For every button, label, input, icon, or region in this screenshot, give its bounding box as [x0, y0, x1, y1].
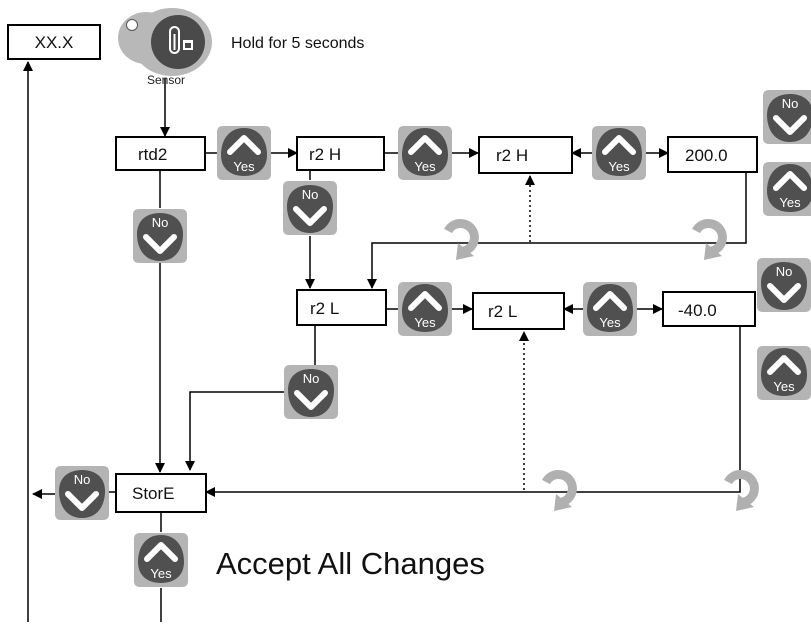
no-label: No: [302, 187, 319, 202]
yes-label: Yes: [779, 195, 801, 210]
r2l-prompt-label: r2 L: [310, 299, 339, 318]
store-label: StorE: [132, 484, 175, 503]
r2l-value-box: -40.0: [662, 291, 756, 327]
down-arrow-icon: [767, 283, 801, 303]
r2l-edit-label: r2 L: [488, 302, 517, 321]
no-button-store[interactable]: No: [55, 466, 109, 520]
down-arrow-icon: [294, 390, 328, 410]
rtd2-label: rtd2: [138, 145, 167, 164]
r2h-prompt-label: r2 H: [309, 145, 341, 164]
yes-label: Yes: [599, 315, 621, 330]
no-button-rtd2[interactable]: No: [133, 209, 187, 263]
r2l-value-label: -40.0: [678, 301, 717, 320]
down-arrow-icon: [143, 234, 177, 254]
legend-yes-button-2: Yes: [757, 346, 811, 400]
r2h-edit-box: r2 H: [478, 136, 573, 174]
r2h-edit-label: r2 H: [496, 146, 528, 165]
cycle-arrow-icon-3: [542, 469, 577, 511]
hold-note: Hold for 5 seconds: [231, 35, 364, 52]
yes-label: Yes: [150, 566, 172, 581]
up-arrow-icon: [767, 355, 801, 375]
display-box: XX.X: [7, 24, 101, 60]
sensor-button[interactable]: Sensor: [118, 8, 212, 87]
up-arrow-icon: [602, 135, 636, 155]
r2h-value-label: 200.0: [685, 146, 728, 165]
yes-label: Yes: [414, 159, 436, 174]
down-arrow-icon: [293, 206, 327, 226]
yes-button-4[interactable]: Yes: [398, 282, 452, 336]
cycle-arrow-icon-2: [692, 218, 727, 260]
yes-label: Yes: [414, 315, 436, 330]
legend-no-button-2: No: [757, 258, 811, 312]
down-arrow-icon: [65, 491, 99, 511]
up-arrow-icon: [773, 171, 807, 191]
up-arrow-icon: [144, 542, 178, 562]
no-label: No: [152, 215, 169, 230]
no-label: No: [74, 472, 91, 487]
yes-label: Yes: [233, 159, 255, 174]
r2l-prompt-box: r2 L: [296, 289, 387, 326]
yes-button-5[interactable]: Yes: [583, 282, 637, 336]
cycle-arrow-icon-4: [724, 469, 759, 511]
no-label: No: [782, 96, 799, 111]
yes-label: Yes: [773, 379, 795, 394]
no-label: No: [303, 371, 320, 386]
store-box: StorE: [115, 473, 207, 513]
yes-button-3[interactable]: Yes: [592, 126, 646, 180]
up-arrow-icon: [227, 135, 261, 155]
no-button-r2l[interactable]: No: [284, 365, 338, 419]
r2h-value-box: 200.0: [667, 136, 758, 173]
up-arrow-icon: [408, 291, 442, 311]
yes-button-2[interactable]: Yes: [398, 126, 452, 180]
rtd2-box: rtd2: [115, 136, 206, 171]
connectors: [23, 61, 747, 622]
legend-no-button-1: No: [763, 90, 811, 144]
sensor-icon: [169, 26, 193, 54]
yes-button-store[interactable]: Yes: [134, 533, 188, 587]
sensor-label: Sensor: [147, 73, 185, 87]
yes-label: Yes: [608, 159, 630, 174]
yes-button-1[interactable]: Yes: [217, 126, 271, 180]
r2h-prompt-box: r2 H: [296, 136, 385, 171]
down-arrow-icon: [773, 115, 807, 135]
no-label: No: [776, 264, 793, 279]
up-arrow-icon: [408, 135, 442, 155]
legend-yes-button-1: Yes: [763, 162, 811, 216]
display-value: XX.X: [35, 33, 74, 52]
accept-note: Accept All Changes: [216, 546, 485, 581]
no-button-r2h[interactable]: No: [283, 181, 337, 235]
r2l-edit-box: r2 L: [472, 292, 565, 330]
up-arrow-icon: [593, 291, 627, 311]
cycle-arrow-icon-1: [444, 218, 479, 260]
